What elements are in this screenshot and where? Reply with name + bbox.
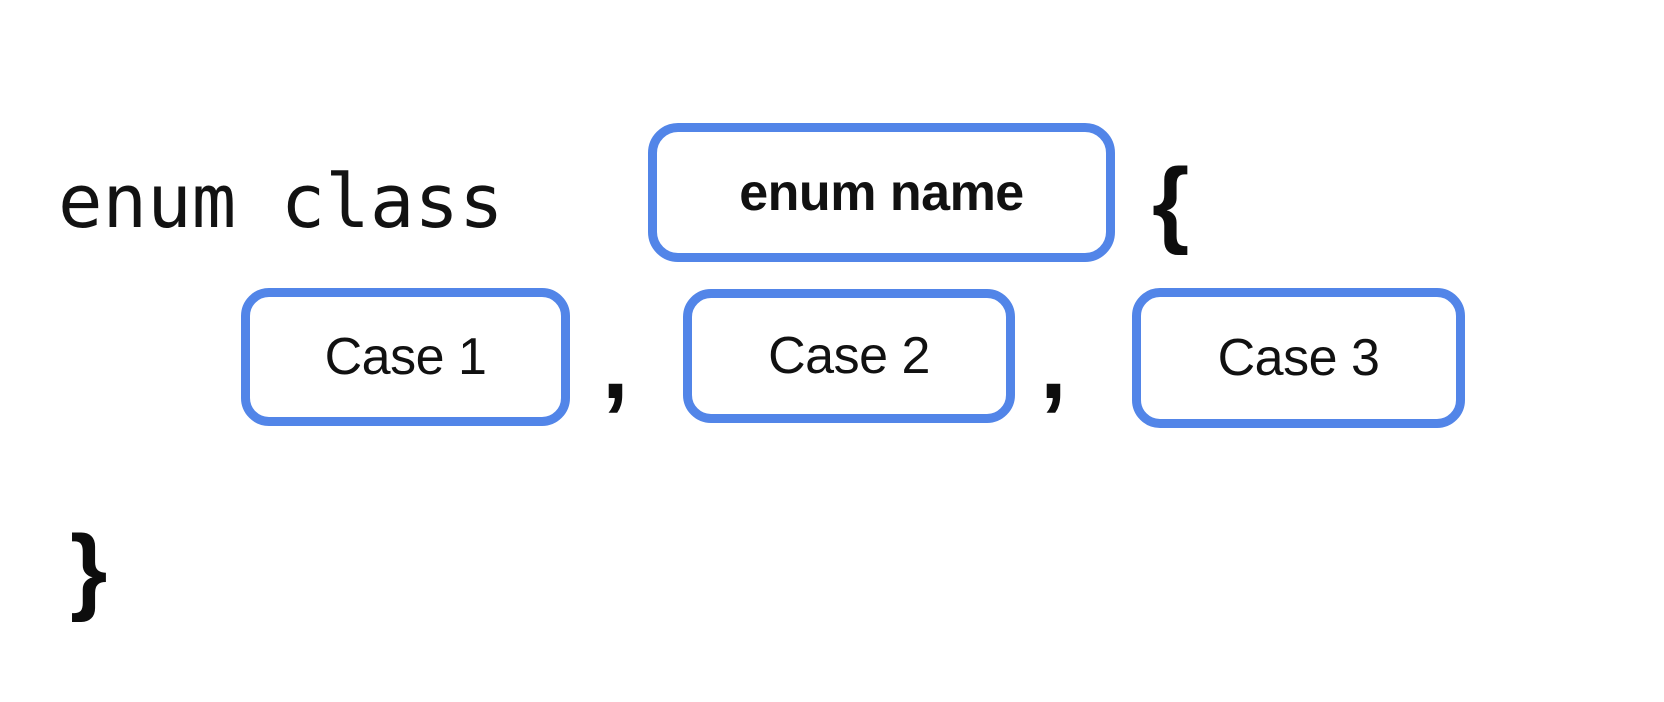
case-slot-3[interactable]: Case 3 — [1132, 288, 1465, 428]
case-separator-comma-1: , — [602, 312, 629, 419]
case-separator-comma-2: , — [1040, 312, 1067, 419]
case-slot-1-label: Case 1 — [324, 328, 487, 386]
case-slot-3-label: Case 3 — [1217, 329, 1380, 387]
enum-name-slot[interactable]: enum name — [648, 123, 1115, 262]
close-brace: } — [70, 516, 108, 623]
enum-name-slot-label: enum name — [739, 163, 1024, 222]
case-slot-1[interactable]: Case 1 — [241, 288, 570, 426]
case-slot-2-label: Case 2 — [768, 327, 930, 385]
open-brace: { — [1152, 149, 1190, 256]
keyword-enum-class: enum class — [58, 159, 504, 245]
case-slot-2[interactable]: Case 2 — [683, 289, 1015, 423]
